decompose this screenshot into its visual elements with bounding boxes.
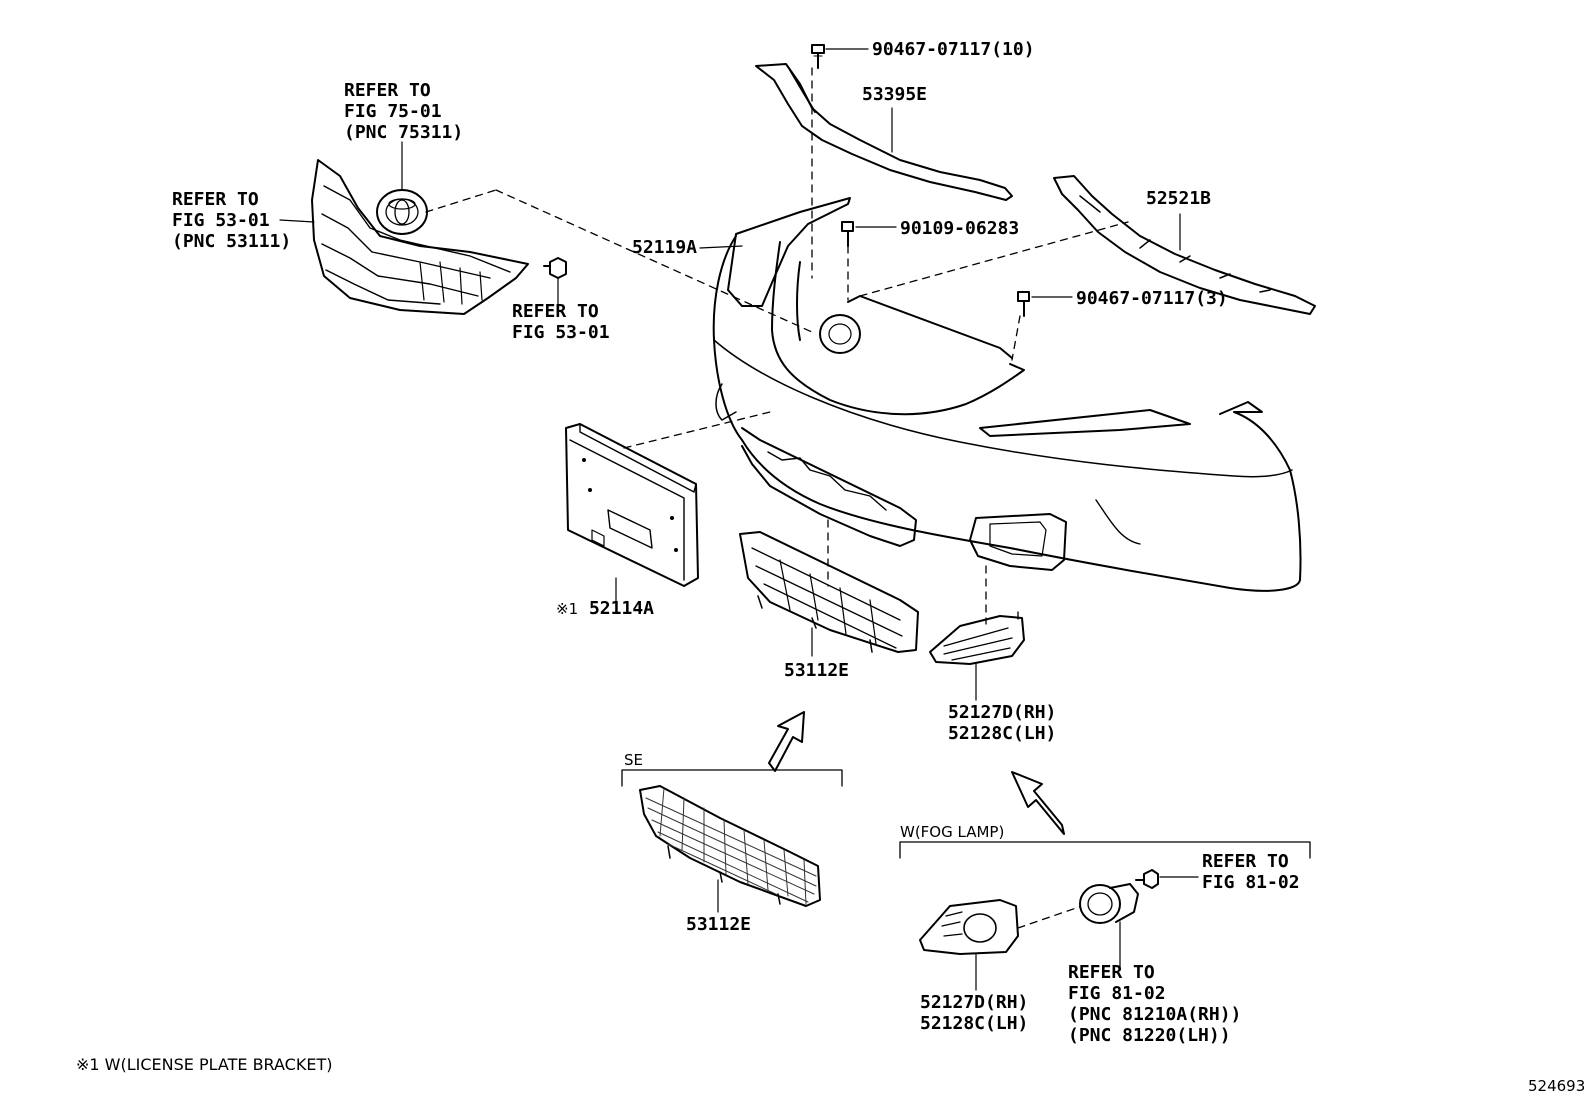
ref-emblem-line2: FIG 75-01	[344, 101, 442, 122]
part-number-52119a: 52119A	[632, 237, 698, 258]
ref-grille-line2: FIG 53-01	[172, 210, 270, 231]
fog-lamp-group-bracket	[899, 841, 1311, 859]
ref-clip-line2: FIG 53-01	[512, 322, 610, 343]
part-number-52521b: 52521B	[1146, 188, 1212, 209]
radiator-grille	[311, 159, 529, 315]
part-number-52114a: ※1 52114A	[556, 598, 654, 620]
part-number-90467-07117-3: 90467-07117(3)	[1076, 288, 1228, 309]
ref-fog-bolt-line1: REFER TO	[1202, 851, 1289, 872]
bolt-icon	[1135, 869, 1159, 889]
part-number-52128c-lh: 52128C(LH)	[948, 723, 1057, 744]
part-number-52127d-rh-fog: 52127D(RH)	[920, 992, 1029, 1013]
side-retainer-52521b	[1053, 175, 1316, 315]
ref-grille-line1: REFER TO	[172, 189, 259, 210]
group-label-fog-lamp: W(FOG LAMP)	[900, 823, 1005, 841]
ref-fog-lamp-line4: (PNC 81220(LH))	[1068, 1025, 1231, 1046]
leader-line	[279, 219, 315, 223]
se-group-bracket	[621, 769, 843, 787]
fog-lamp-icon	[1079, 883, 1139, 924]
bolt-icon	[841, 221, 854, 247]
ref-grille-line3: (PNC 53111)	[172, 231, 292, 252]
ref-emblem-line3: (PNC 75311)	[344, 122, 464, 143]
ref-fog-lamp-line2: FIG 81-02	[1068, 983, 1166, 1004]
arrow-up-icon	[768, 711, 805, 772]
part-number-53112e: 53112E	[784, 660, 850, 681]
se-lower-grille-53112e	[639, 785, 821, 907]
bolt-icon	[811, 44, 825, 69]
fog-cover-lower	[919, 899, 1019, 955]
part-number-52114a-text: 52114A	[588, 598, 654, 619]
upper-retainer-53395e	[755, 63, 1013, 201]
clip-icon	[543, 257, 567, 279]
part-number-90467-07117-10: 90467-07117(10)	[872, 39, 1035, 60]
license-plate-bracket-52114a	[565, 423, 699, 587]
dashed-assembly-lines	[425, 67, 1129, 929]
lower-grille-53112e	[739, 531, 919, 653]
footnote-mark: ※1	[556, 600, 579, 618]
bolt-icon	[1017, 291, 1030, 317]
part-number-53395e: 53395E	[862, 84, 928, 105]
front-bumper-cover-52119a	[712, 197, 1302, 592]
arrow-up-left-icon	[1011, 771, 1065, 835]
ref-clip-line1: REFER TO	[512, 301, 599, 322]
part-number-53112e-se: 53112E	[686, 914, 752, 935]
ref-fog-lamp-line1: REFER TO	[1068, 962, 1155, 983]
part-number-90109-06283: 90109-06283	[900, 218, 1020, 239]
emblem-icon	[376, 189, 428, 235]
ref-emblem-line1: REFER TO	[344, 80, 431, 101]
part-number-52128c-lh-fog: 52128C(LH)	[920, 1013, 1029, 1034]
footnote: ※1 W(LICENSE PLATE BRACKET)	[76, 1055, 333, 1074]
fog-cover-upper	[929, 615, 1025, 665]
leader-line	[699, 245, 743, 249]
figure-id: 524693	[1528, 1077, 1586, 1095]
ref-fog-lamp-line3: (PNC 81210A(RH))	[1068, 1004, 1242, 1025]
ref-fog-bolt-line2: FIG 81-02	[1202, 872, 1300, 893]
group-label-se: SE	[624, 751, 643, 769]
part-number-52127d-rh: 52127D(RH)	[948, 702, 1057, 723]
